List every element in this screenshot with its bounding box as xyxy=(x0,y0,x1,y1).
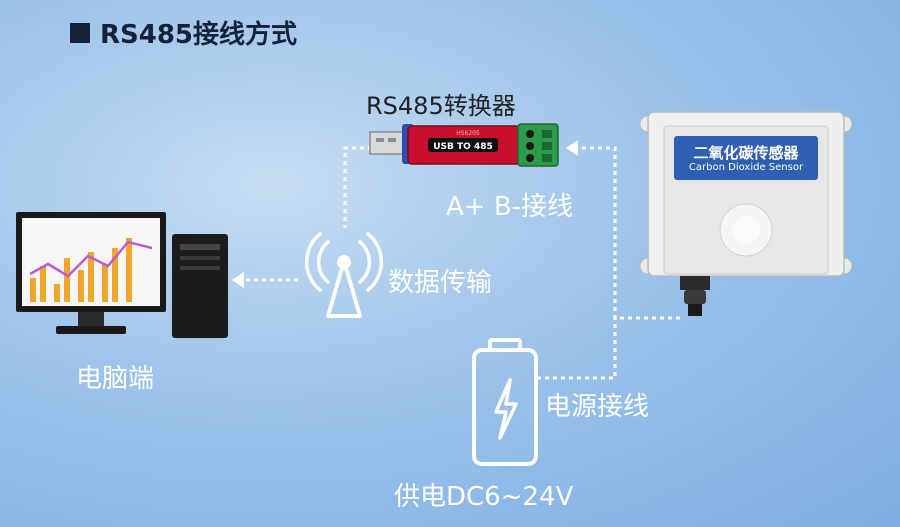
pc-label: 电脑端 xyxy=(76,364,155,394)
power-wiring-label: 电源接线 xyxy=(545,392,650,422)
sensor-name-cn: 二氧化碳传感器 xyxy=(693,144,799,162)
usb-to-tower-line xyxy=(343,146,372,228)
sensor-to-converter-line xyxy=(570,146,680,320)
usb-converter: USB TO 485 HS6205 xyxy=(369,123,559,167)
sensor-name-en: Carbon Dioxide Sensor xyxy=(688,162,804,173)
converter-board-code: HS6205 xyxy=(456,130,480,137)
data-transfer-label: 数据传输 xyxy=(388,268,493,298)
wiring-label: A+ B-接线 xyxy=(446,192,574,222)
battery-icon xyxy=(472,338,538,466)
antenna-tower-icon xyxy=(304,232,384,318)
title-square-icon xyxy=(70,22,90,43)
pc-arrow-icon xyxy=(232,272,244,288)
computer-icon xyxy=(16,212,228,338)
diagram-title: RS485接线方式 xyxy=(70,14,297,51)
co2-sensor: 二氧化碳传感器 Carbon Dioxide Sensor xyxy=(634,108,858,316)
title-text: RS485接线方式 xyxy=(100,20,298,50)
converter-arrow-icon xyxy=(566,140,578,156)
converter-board-text: USB TO 485 xyxy=(433,142,493,152)
power-supply-label: 供电DC6~24V xyxy=(394,482,574,512)
converter-label: RS485转换器 xyxy=(366,92,516,120)
power-line xyxy=(537,318,617,380)
